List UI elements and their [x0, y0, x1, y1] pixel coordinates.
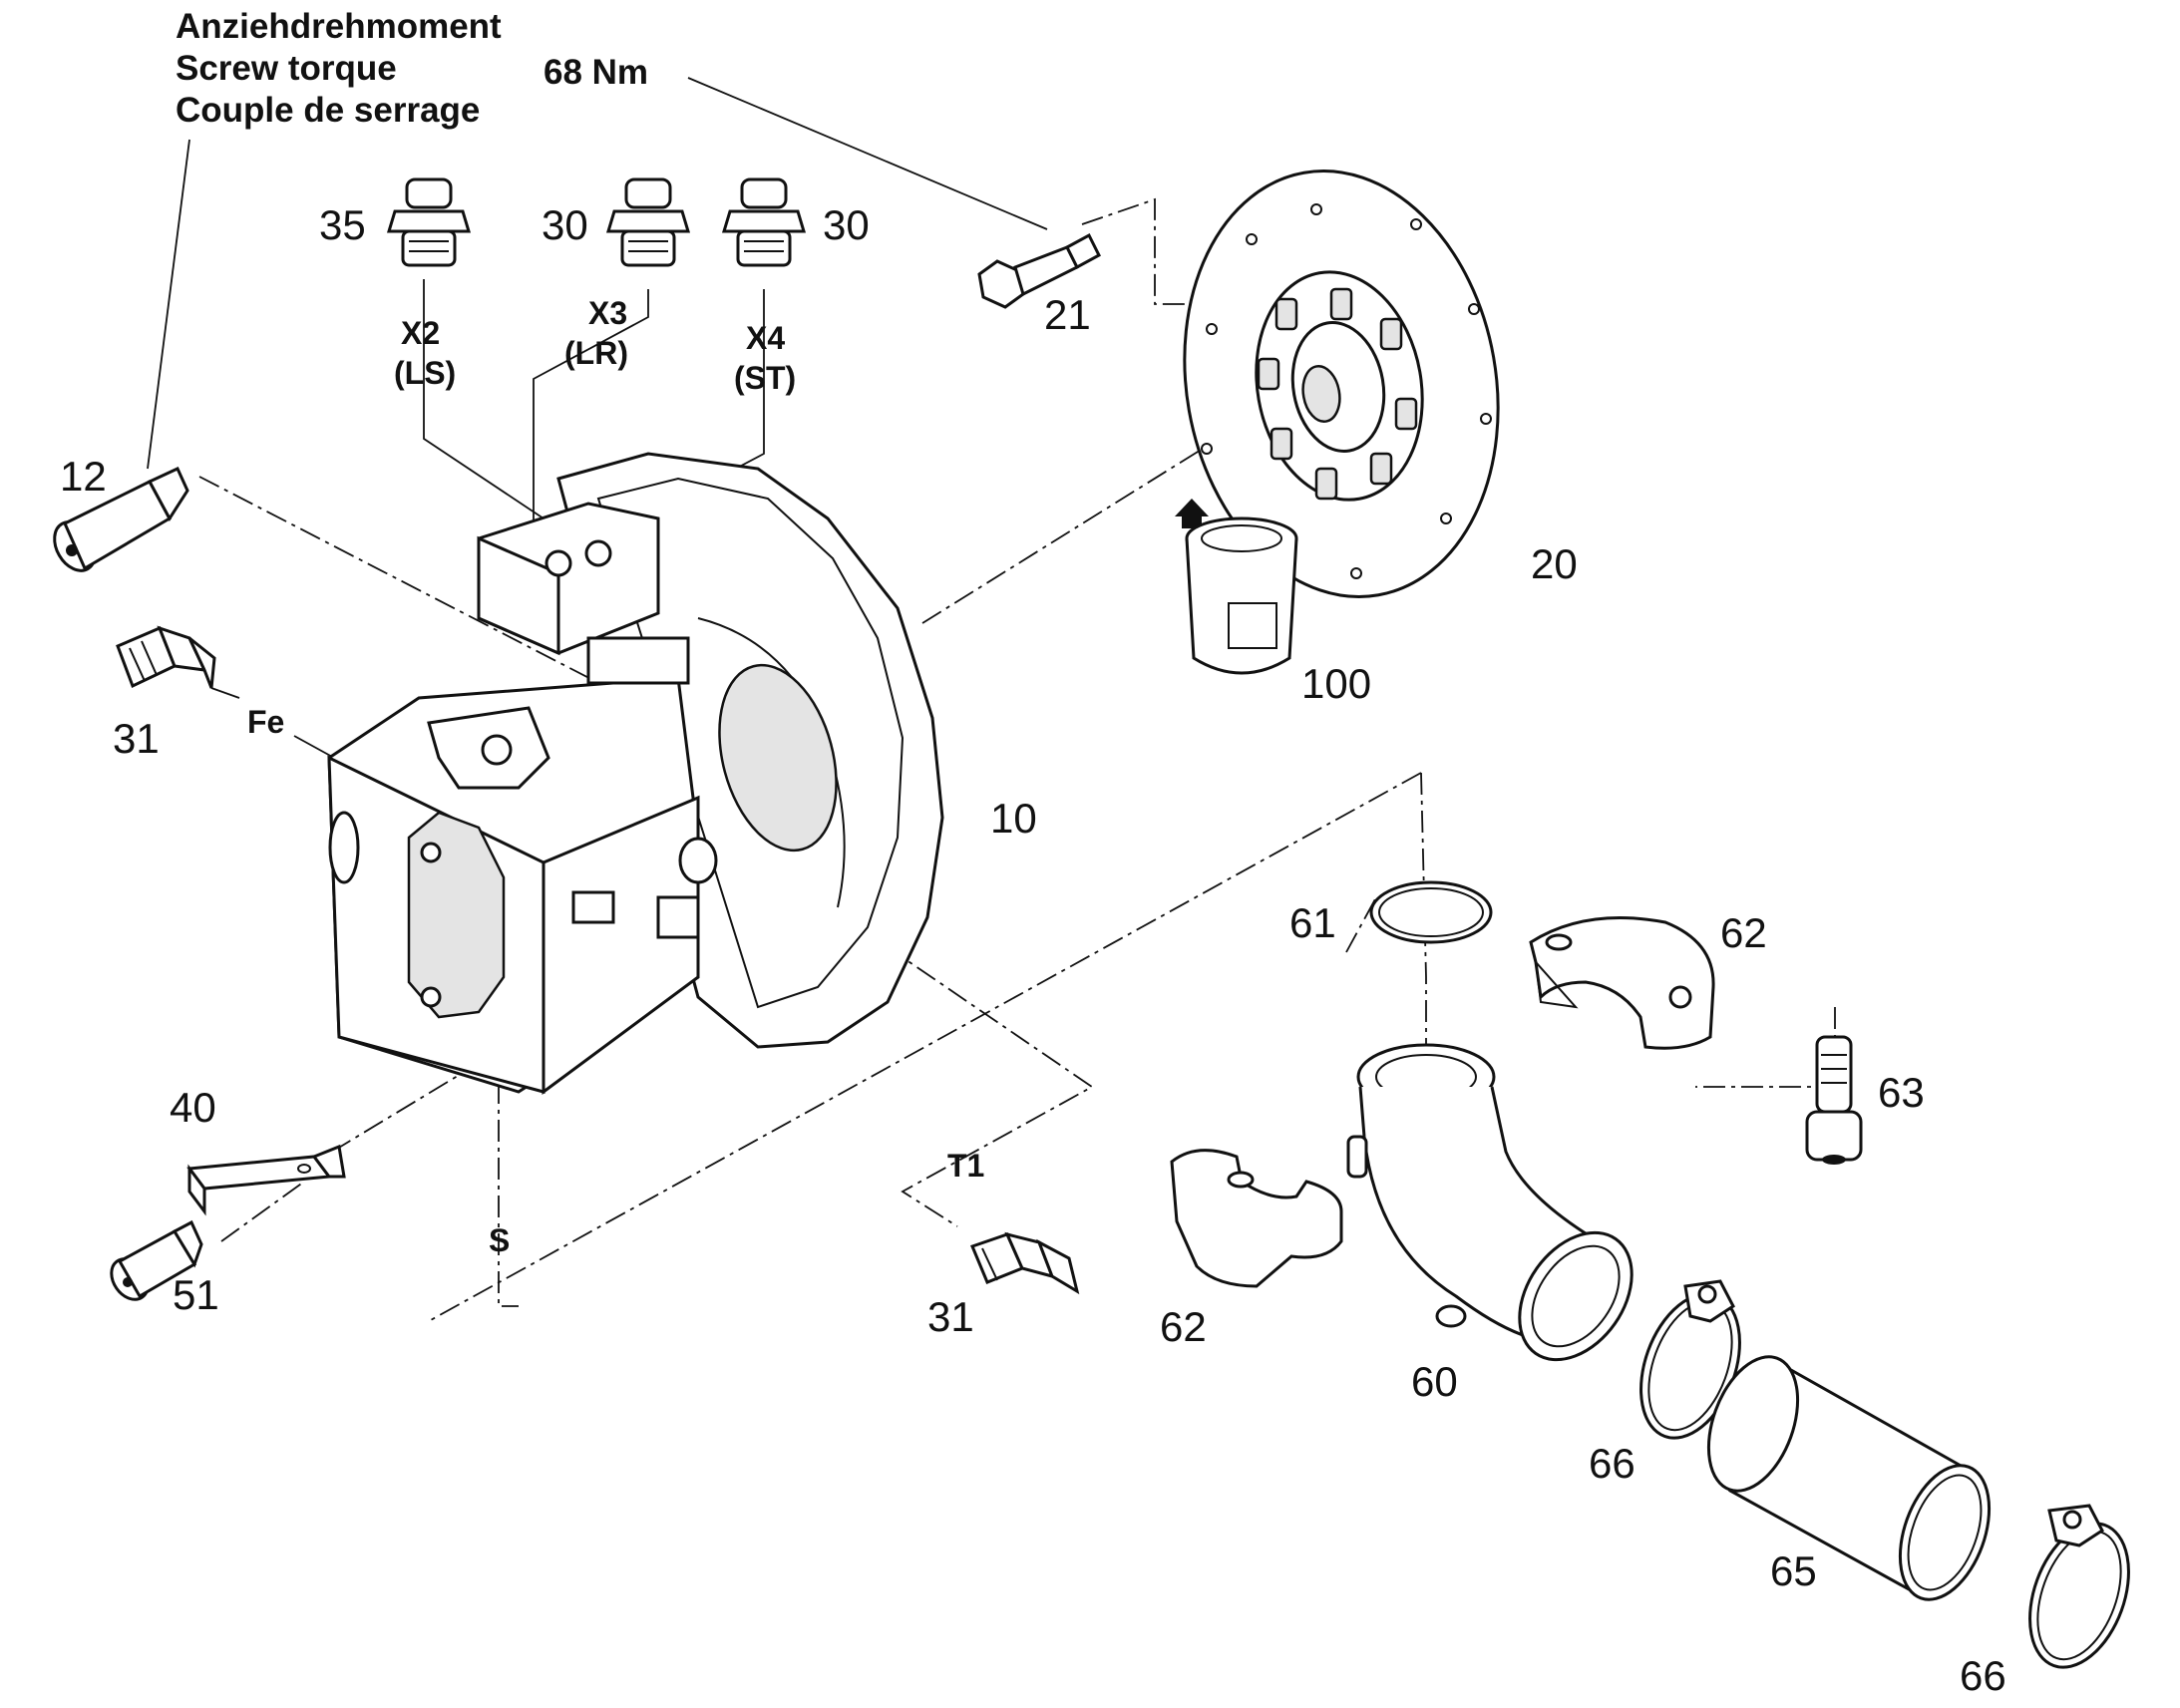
- torque-note-line-de: Anziehdrehmoment: [176, 7, 502, 46]
- torque-leader-21: [687, 77, 1048, 230]
- callout-65: 65: [1770, 1547, 1817, 1594]
- callout-62-bottom: 62: [1160, 1303, 1207, 1350]
- axis-bolt-63: [1695, 1007, 1836, 1088]
- callout-31-fe: 31: [113, 715, 160, 762]
- axis-bolt-21: [1081, 197, 1207, 305]
- fitting-30-x3: [605, 177, 691, 267]
- port-s-label: S: [489, 1222, 510, 1258]
- torque-note-line-fr: Couple de serrage: [176, 91, 480, 130]
- o-ring-61: [1369, 880, 1493, 944]
- leader-fe-pump: [293, 735, 335, 759]
- cap-screw-63: [1805, 1035, 1863, 1165]
- fitting-35: [386, 177, 472, 267]
- drive-disc-20: [1183, 170, 1500, 598]
- callout-20: 20: [1531, 540, 1578, 587]
- torque-note-line-en: Screw torque: [176, 49, 397, 88]
- bracket-40: [186, 1144, 346, 1216]
- pump-cover-plate: [407, 811, 506, 1019]
- port-x4-sub-label: (ST): [734, 360, 796, 396]
- callout-31-t1: 31: [927, 1293, 974, 1340]
- callout-10: 10: [990, 795, 1037, 842]
- port-fe-label: Fe: [247, 704, 284, 740]
- leader-x2: [423, 279, 545, 519]
- port-t1-label: T1: [947, 1148, 984, 1184]
- callout-30-x4: 30: [823, 201, 870, 248]
- bushing-100: [1175, 499, 1298, 675]
- fitting-30-x4: [721, 177, 807, 267]
- port-x3-label: X3: [588, 295, 627, 331]
- hose-clamp-66-lower: [2028, 1504, 2130, 1669]
- hex-bolt-21: [977, 232, 1101, 309]
- flange-half-62-top: [1529, 916, 1715, 1050]
- callout-61: 61: [1289, 899, 1336, 946]
- port-labels: X2 (LS) X3 (LR) X4 (ST) Fe T1 S: [247, 295, 984, 1258]
- callout-62-top: 62: [1720, 909, 1767, 956]
- port-x2-label: X2: [401, 315, 440, 351]
- port-x3-sub-label: (LR): [564, 335, 628, 371]
- callout-30-x3: 30: [542, 201, 588, 248]
- fitting-31-fe: [116, 625, 216, 689]
- fitting-31-t1: [970, 1231, 1080, 1295]
- part-number-callouts: 35 30 30 21 12 20 100 31 10 61 62 63 40 …: [60, 201, 2006, 1699]
- callout-35: 35: [319, 201, 366, 248]
- port-x4-label: X4: [746, 320, 785, 356]
- cap-screw-12: [53, 467, 189, 572]
- callout-100: 100: [1301, 660, 1371, 707]
- callout-66-upper: 66: [1589, 1440, 1635, 1487]
- hose-clamp-66-upper: [1639, 1279, 1741, 1440]
- arrow-up-icon: [1175, 499, 1209, 528]
- elbow-60: [1346, 1043, 1634, 1362]
- torque-leader-12: [147, 139, 190, 470]
- drive-disc-damper-springs: [1257, 287, 1418, 501]
- axis-bolt-12: [198, 476, 609, 689]
- callout-60: 60: [1411, 1358, 1458, 1405]
- hose-65: [1706, 1355, 1992, 1601]
- callout-21: 21: [1044, 291, 1091, 338]
- callout-40: 40: [170, 1084, 216, 1131]
- callout-51: 51: [173, 1271, 219, 1318]
- callout-63: 63: [1878, 1069, 1925, 1116]
- torque-note: Anziehdrehmoment Screw torque Couple de …: [147, 7, 1048, 470]
- torque-value: 68 Nm: [544, 53, 648, 92]
- axis-drive-disc: [921, 408, 1268, 624]
- pump-assembly-10: [327, 452, 944, 1095]
- leader-x3: [533, 289, 649, 558]
- axis-port-s: [498, 1082, 519, 1307]
- axis-bolt-51: [220, 1181, 305, 1242]
- callout-66-lower: 66: [1960, 1652, 2006, 1699]
- port-x2-sub-label: (LS): [394, 355, 456, 391]
- flange-half-62-bottom: [1170, 1149, 1343, 1288]
- leader-fe: [210, 687, 240, 699]
- callout-12: 12: [60, 453, 107, 500]
- cap-screw-51: [110, 1219, 203, 1301]
